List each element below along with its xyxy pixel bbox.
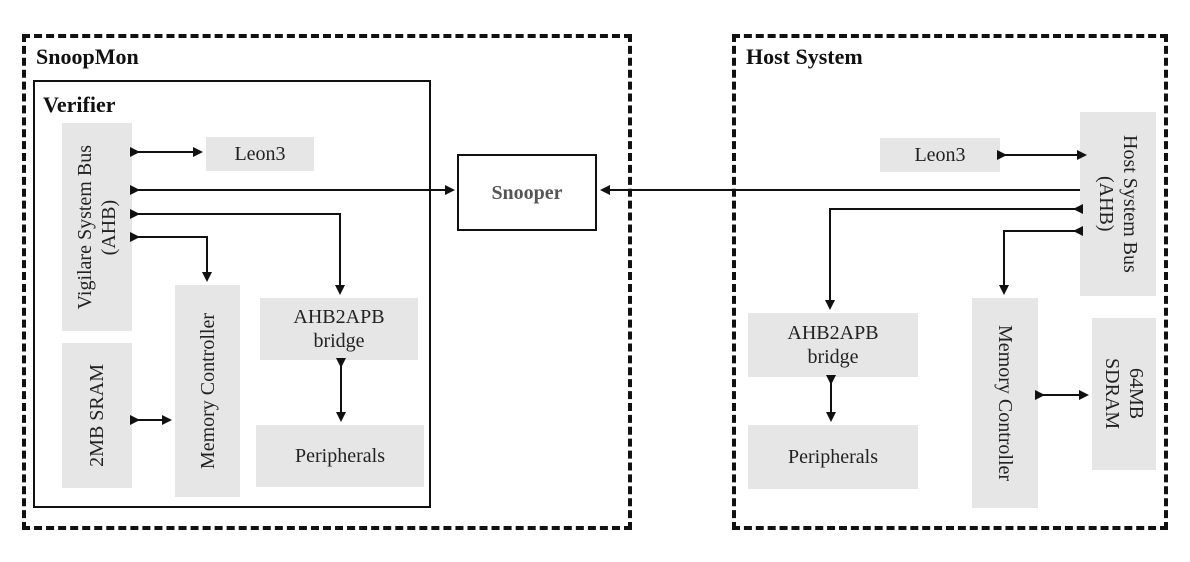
snooper-label: Snooper bbox=[491, 181, 563, 204]
host-ahb2apb-bridge-label: AHB2APB bridge bbox=[787, 322, 879, 368]
vigilare-system-bus: Vigilare System Bus (AHB) bbox=[62, 123, 132, 331]
snoopmon-title: SnoopMon bbox=[36, 44, 139, 69]
verifier-sram: 2MB SRAM bbox=[62, 343, 132, 488]
verifier-leon3: Leon3 bbox=[206, 137, 314, 171]
host-leon3-label: Leon3 bbox=[914, 144, 966, 166]
host-system-region bbox=[732, 34, 1168, 530]
arrow-vbus-bridge bbox=[130, 209, 345, 295]
snooper: Snooper bbox=[457, 154, 597, 231]
verifier-ahb2apb-bridge-label: AHB2APB bridge bbox=[293, 306, 385, 352]
host-memory-controller: Memory Controller bbox=[972, 298, 1038, 508]
host-sdram: 64MB SDRAM bbox=[1092, 318, 1156, 470]
host-sdram-label: 64MB SDRAM bbox=[1101, 358, 1147, 430]
host-leon3: Leon3 bbox=[880, 138, 1000, 172]
host-memory-controller-label: Memory Controller bbox=[994, 324, 1016, 482]
host-system-title: Host System bbox=[746, 44, 863, 69]
host-peripherals: Peripherals bbox=[748, 425, 918, 489]
host-system-bus: Host System Bus (AHB) bbox=[1080, 112, 1156, 296]
verifier-peripherals: Peripherals bbox=[256, 425, 424, 487]
host-ahb2apb-bridge: AHB2APB bridge bbox=[748, 313, 918, 377]
arrow-hbus-bridge bbox=[825, 204, 1083, 310]
verifier-leon3-label: Leon3 bbox=[234, 143, 286, 165]
snoopmon-region bbox=[22, 34, 632, 530]
arrow-hbus-memctrl bbox=[999, 226, 1083, 295]
verifier-memory-controller: Memory Controller bbox=[175, 285, 240, 497]
verifier-title: Verifier bbox=[43, 92, 116, 117]
verifier-peripherals-label: Peripherals bbox=[295, 445, 385, 467]
arrow-vbus-memctrl bbox=[130, 232, 212, 282]
verifier-region bbox=[33, 80, 431, 508]
host-peripherals-label: Peripherals bbox=[788, 446, 878, 468]
host-system-bus-label: Host System Bus (AHB) bbox=[1095, 135, 1141, 273]
verifier-ahb2apb-bridge: AHB2APB bridge bbox=[260, 298, 418, 360]
